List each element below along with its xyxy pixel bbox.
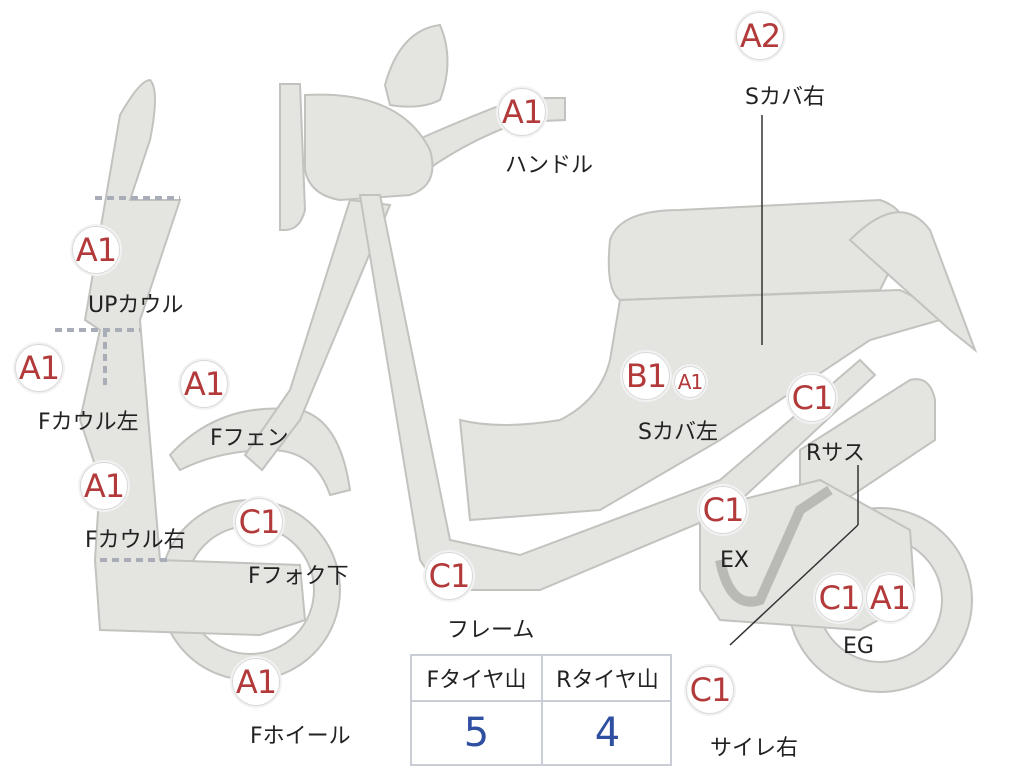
part-label-handle: ハンドル xyxy=(505,153,594,178)
grade-badge-eg-secondary: A1 xyxy=(866,574,914,622)
grade-badge-muffler-right: C1 xyxy=(686,666,734,714)
grade-badge-handle: A1 xyxy=(498,88,546,136)
part-label-frame: フレーム xyxy=(447,618,535,643)
grade-badge-scover-left-secondary: A1 xyxy=(674,366,706,398)
tail xyxy=(848,211,978,354)
headset xyxy=(304,93,434,202)
grade-badge-scover-left: B1 xyxy=(622,352,670,400)
part-label-muffler-right: サイレ右 xyxy=(710,736,799,761)
part-label-f-cowl-left: Fカウル左 xyxy=(38,410,139,435)
part-label-scover-left: Sカバ左 xyxy=(638,420,718,445)
part-label-scover-right: Sカバ右 xyxy=(745,85,825,110)
front-cowl xyxy=(78,78,307,637)
part-label-up-cowl: UPカウル xyxy=(88,293,184,318)
leader-line xyxy=(729,524,859,646)
rear-tire-header: Rタイヤ山 xyxy=(543,656,672,702)
grade-badge-f-cowl-left: A1 xyxy=(15,344,63,392)
front-tire-header: Fタイヤ山 xyxy=(412,656,541,702)
grade-badge-ex: C1 xyxy=(699,486,747,534)
grade-badge-f-fork-lower: C1 xyxy=(235,498,283,546)
front-tire-value: 5 xyxy=(463,710,490,756)
windscreen xyxy=(383,23,449,108)
table-divider xyxy=(541,656,543,764)
grade-badge-f-fender: A1 xyxy=(180,360,228,408)
part-label-eg: EG xyxy=(843,634,874,659)
part-label-f-cowl-right: Fカウル右 xyxy=(85,528,186,553)
front-fender xyxy=(168,407,352,497)
grade-badge-f-wheel: A1 xyxy=(232,658,280,706)
rear-tire-value: 4 xyxy=(594,710,621,756)
grade-badge-eg: C1 xyxy=(815,574,863,622)
grade-badge-scover-right: A2 xyxy=(736,12,784,60)
headlight xyxy=(279,83,307,231)
grade-badge-f-cowl-right: A1 xyxy=(80,462,128,510)
part-label-f-fender: Fフェン xyxy=(210,426,289,451)
part-label-f-fork-lower: Fフォク下 xyxy=(248,564,349,589)
part-label-ex: EX xyxy=(720,548,749,573)
grade-badge-frame: C1 xyxy=(425,552,473,600)
tire-tread-table: Fタイヤ山 5 Rタイヤ山 4 xyxy=(410,654,672,766)
front-fork xyxy=(243,198,392,472)
grade-badge-up-cowl: A1 xyxy=(72,226,120,274)
part-label-f-wheel: Fホイール xyxy=(250,724,351,749)
side-cover xyxy=(458,288,976,522)
exhaust-pipe xyxy=(715,485,833,607)
part-label-r-sus: Rサス xyxy=(806,441,865,466)
grade-badge-r-sus: C1 xyxy=(788,374,836,422)
